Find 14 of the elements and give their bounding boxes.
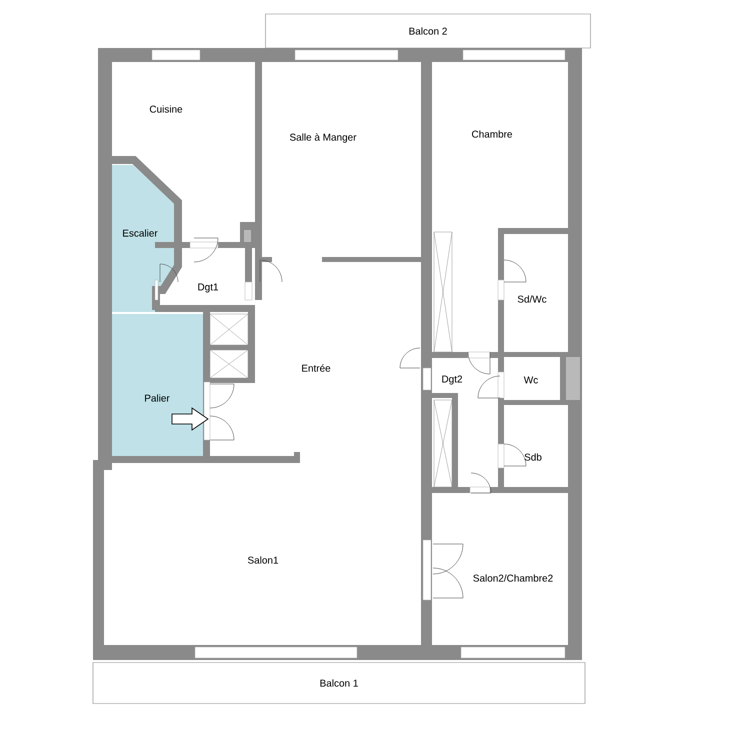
room-label: Sd/Wc — [518, 295, 546, 303]
room-label: Dgt2 — [442, 376, 462, 384]
room-label: Salon1 — [248, 556, 278, 564]
room-label: Salle à Manger — [290, 133, 356, 143]
room-label: Dgt1 — [198, 284, 218, 292]
room-label: Palier — [145, 394, 170, 402]
room-label: Entrée — [302, 364, 330, 372]
room-label: Wc — [524, 376, 538, 384]
room-label: Cuisine — [150, 105, 182, 113]
room-label: Escalier — [123, 229, 158, 237]
room-label: Chambre — [472, 130, 512, 138]
balcony-box: Balcon 1 — [92, 662, 586, 704]
room-label: Salon2/Chambre2 — [473, 574, 553, 582]
room-label: Sdb — [524, 453, 542, 461]
